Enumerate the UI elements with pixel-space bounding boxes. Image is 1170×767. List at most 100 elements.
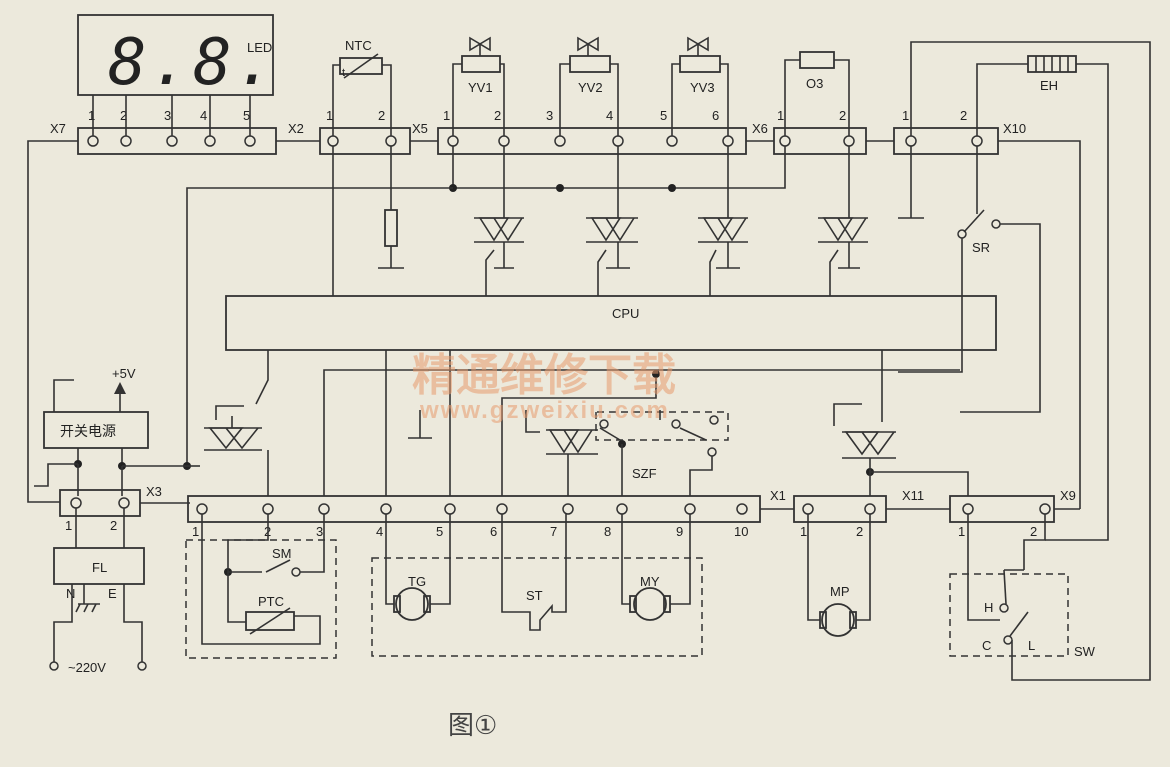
my-label: MY [640, 574, 660, 589]
group-tg-st-my: TG ST MY [371, 514, 703, 657]
connector-x11-label: X11 [902, 488, 924, 503]
connector-x1: X1 1 2 3 4 5 6 7 8 9 10 [187, 488, 786, 539]
ntc-label: NTC [345, 38, 372, 53]
szf-label: SZF [632, 466, 657, 481]
connector-x2-label: X2 [288, 121, 304, 136]
connector-x7-label: X7 [50, 121, 66, 136]
figure-caption: 图① [448, 711, 497, 741]
connector-x5-pin-1: 1 [443, 108, 450, 123]
connector-x5-pin-2: 2 [494, 108, 501, 123]
heater-eh: EH [976, 55, 1109, 541]
valve-yv2: YV2 [559, 36, 619, 136]
connector-x9-pin-1: 1 [958, 524, 965, 539]
connector-x5-pin-5: 5 [660, 108, 667, 123]
triac-ptc [204, 350, 269, 496]
watermark-title: 精通维修下载 [412, 350, 676, 401]
e-label: E [108, 586, 117, 601]
connector-x7-pin-2: 2 [120, 108, 127, 123]
connector-x9: X9 1 2 [949, 488, 1076, 539]
filter-fl: FL N E ~220V [49, 508, 147, 675]
sr-label: SR [972, 240, 990, 255]
connector-x11-pin-2: 2 [856, 524, 863, 539]
led-label: LED [247, 40, 272, 55]
watermark-url: www.gzweixiu.com [419, 397, 670, 424]
fl-label: FL [92, 560, 107, 575]
switch-sr: SR [898, 146, 1041, 413]
eh-label: EH [1040, 78, 1058, 93]
sw-label: SW [1074, 644, 1096, 659]
plus5v-label: +5V [112, 366, 136, 381]
connector-x1-pin-9: 9 [676, 524, 683, 539]
sm-label: SM [272, 546, 292, 561]
tg-label: TG [408, 574, 426, 589]
triac-yv2 [586, 146, 638, 296]
group-sm-ptc: SM PTC [185, 514, 337, 659]
mains-label: ~220V [68, 660, 106, 675]
yv1-label: YV1 [468, 80, 493, 95]
connector-x5-pin-3: 3 [546, 108, 553, 123]
connector-x1-pin-7: 7 [550, 524, 557, 539]
cpu-block: CPU [225, 295, 997, 351]
switch-sw: SW H C L [949, 514, 1096, 659]
connector-x1-pin-10: 10 [734, 524, 748, 539]
mp-label: MP [830, 584, 850, 599]
connector-x7-pin-3: 3 [164, 108, 171, 123]
valve-yv1: YV1 [452, 36, 505, 136]
connector-x2-pin-2: 2 [378, 108, 385, 123]
connector-x9-pin-2: 2 [1030, 524, 1037, 539]
motor-mp: MP [807, 514, 871, 637]
connector-x7: X7 1 2 3 4 5 [50, 95, 277, 155]
connector-x10: X10 1 2 [893, 108, 1026, 155]
connector-x6-pin-2: 2 [839, 108, 846, 123]
ntc-thermistor: NTC t [332, 38, 392, 136]
connector-x10-pin-2: 2 [960, 108, 967, 123]
connector-x3-pin-2: 2 [110, 518, 117, 533]
triac-o3 [818, 146, 868, 296]
yv3-label: YV3 [690, 80, 715, 95]
connector-x2-pin-1: 1 [326, 108, 333, 123]
ozone-generator-o3: O3 [784, 51, 850, 136]
connector-x6-pin-1: 1 [777, 108, 784, 123]
connector-x1-pin-6: 6 [490, 524, 497, 539]
connector-x11: X11 1 2 [793, 488, 924, 539]
connector-x1-pin-5: 5 [436, 524, 443, 539]
connector-x6-label: X6 [752, 121, 768, 136]
connector-x5: X5 1 2 3 4 5 6 [412, 108, 747, 155]
led-display: 8.8. LED [77, 14, 278, 100]
power-supply: 开关电源 +5V [43, 366, 149, 466]
c-label: C [982, 638, 991, 653]
o3-label: O3 [806, 76, 823, 91]
connector-x5-label: X5 [412, 121, 428, 136]
connector-x1-pin-4: 4 [376, 524, 383, 539]
connector-x3: X3 1 2 [59, 484, 162, 533]
triac-yv3 [698, 146, 748, 296]
triac-yv1 [474, 146, 524, 296]
connector-x1-pin-3: 3 [316, 524, 323, 539]
h-label: H [984, 600, 993, 615]
connector-x11-pin-1: 1 [800, 524, 807, 539]
cpu-label: CPU [612, 306, 639, 321]
l-label: L [1028, 638, 1035, 653]
connector-x9-label: X9 [1060, 488, 1076, 503]
ptc-label: PTC [258, 594, 284, 609]
connector-x7-pin-4: 4 [200, 108, 207, 123]
ntc-t-label: t [342, 67, 345, 79]
n-label: N [66, 586, 75, 601]
led-digits: 8.8. [108, 26, 278, 100]
yv2-label: YV2 [578, 80, 603, 95]
triac-mp [833, 350, 969, 496]
connector-x5-pin-6: 6 [712, 108, 719, 123]
triac-szf: SZF [501, 370, 729, 496]
connector-x3-pin-1: 1 [65, 518, 72, 533]
valve-yv3: YV3 [671, 36, 729, 136]
connector-x7-pin-5: 5 [243, 108, 250, 123]
connector-x10-pin-1: 1 [902, 108, 909, 123]
connector-x1-pin-1: 1 [192, 524, 199, 539]
connector-x10-label: X10 [1003, 121, 1026, 136]
connector-x7-pin-1: 1 [88, 108, 95, 123]
connector-x1-pin-8: 8 [604, 524, 611, 539]
st-label: ST [526, 588, 543, 603]
power-supply-label: 开关电源 [60, 424, 116, 440]
